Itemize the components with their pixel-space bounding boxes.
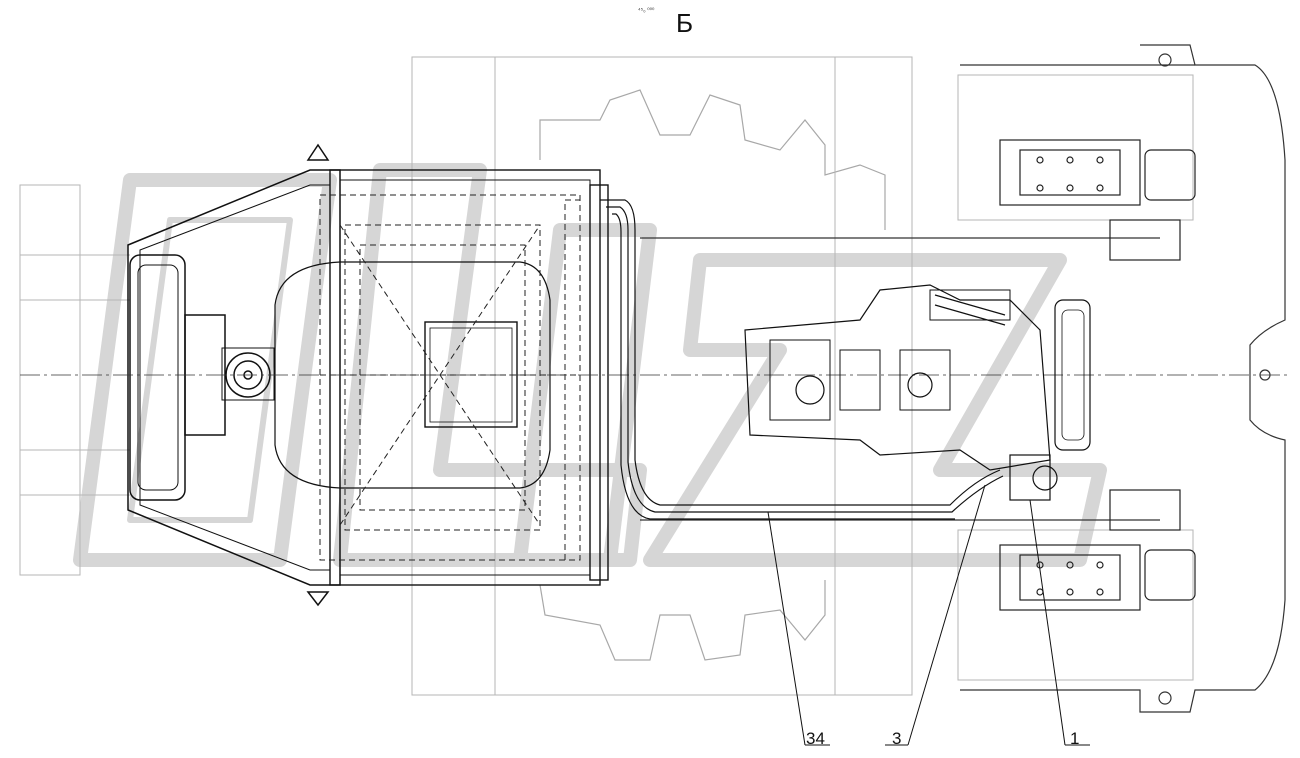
- bracket-top: [999, 139, 1196, 261]
- view-label: Б: [676, 8, 694, 38]
- engine-assembly: [744, 284, 1091, 501]
- chassis-outline: [640, 44, 1286, 713]
- callout-34: 34: [806, 729, 825, 748]
- pipe-line: [600, 199, 1004, 520]
- callout-3: 3: [892, 729, 902, 748]
- callout-leaders: [767, 484, 1090, 746]
- cab-body: [274, 169, 609, 586]
- callout-1: 1: [1070, 729, 1080, 748]
- cab-dashed-structure: [319, 194, 581, 561]
- scale-mark: ⁴⁵₀ ⁰⁰⁰: [638, 8, 655, 14]
- background-frame: [19, 56, 1194, 696]
- gear-outline: [539, 89, 886, 661]
- bracket-bottom: [999, 489, 1196, 611]
